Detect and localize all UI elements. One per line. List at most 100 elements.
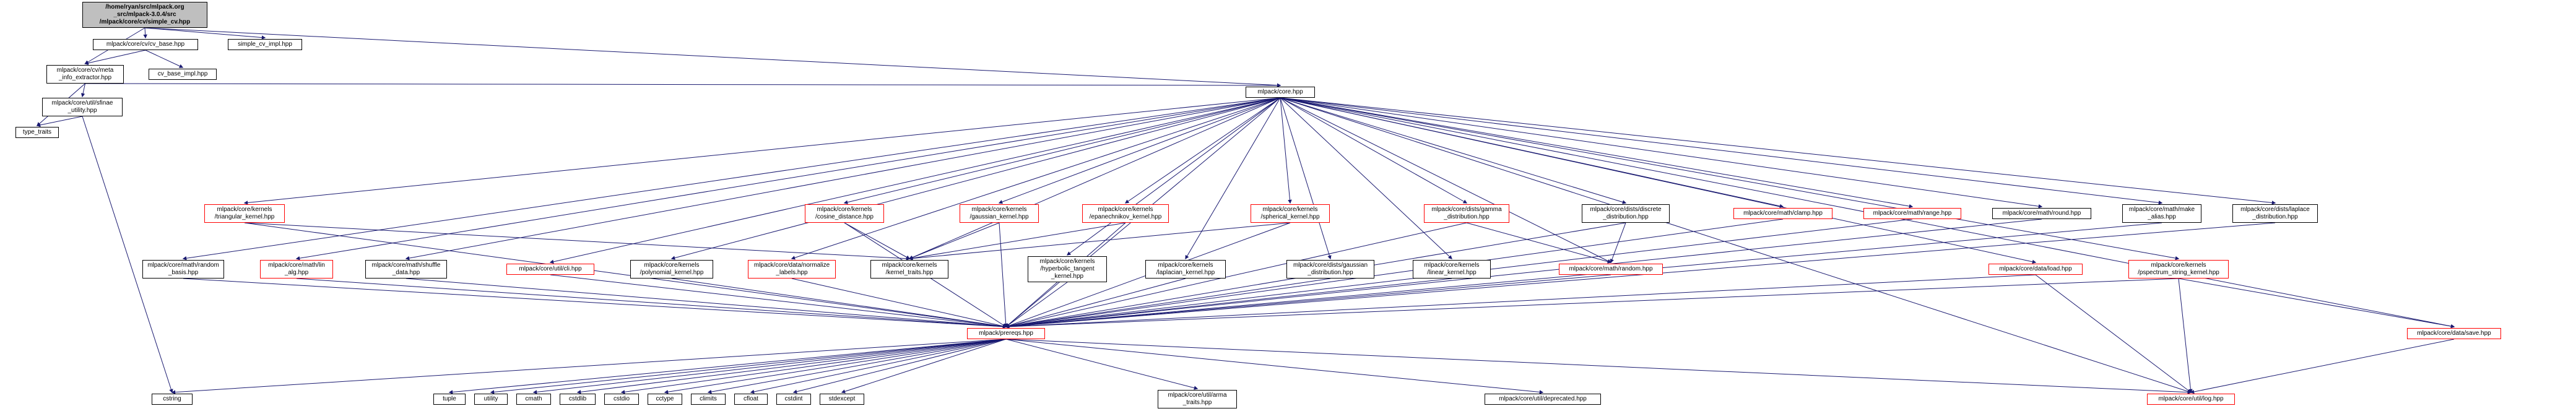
node-simple_cv_impl: simple_cv_impl.hpp <box>228 39 302 50</box>
edge-gaussian_kernel-kernel_traits <box>908 222 1000 260</box>
node-cv_base_impl: cv_base_impl.hpp <box>149 69 217 80</box>
node-gaussian_dist[interactable]: mlpack/core/dists/gaussian_distribution.… <box>1286 260 1374 279</box>
node-label-line: mlpack/core/kernels <box>1424 262 1480 269</box>
edge-main-simple_cv_impl <box>144 27 266 40</box>
node-triangular[interactable]: mlpack/core/kernels/triangular_kernel.hp… <box>204 204 285 223</box>
node-utility: utility <box>474 394 508 405</box>
edge-epanechnikov-kernel_traits <box>908 222 1126 261</box>
node-label-line: mlpack/core/kernels <box>1158 262 1213 269</box>
node-label-line: mlpack/core/math/round.hpp <box>2002 210 2081 217</box>
node-cli[interactable]: mlpack/core/util/cli.hpp <box>506 264 594 275</box>
node-label-line: _data.hpp <box>392 269 420 276</box>
edge-main-core <box>144 27 1281 87</box>
edge-shuffle_data-prereqs <box>405 278 1007 329</box>
edge-core-discrete_dist <box>1280 97 1627 204</box>
node-core[interactable]: mlpack/core.hpp <box>1246 87 1315 98</box>
node-gamma_dist[interactable]: mlpack/core/dists/gamma_distribution.hpp <box>1424 204 1509 223</box>
node-gaussian_kernel[interactable]: mlpack/core/kernels/gaussian_kernel.hpp <box>960 204 1039 223</box>
node-cstdlib: cstdlib <box>560 394 596 405</box>
node-label-line: /hyperbolic_tangent <box>1040 266 1095 272</box>
node-label-line: mlpack/core/kernels <box>1262 206 1318 213</box>
node-climits: climits <box>691 394 726 405</box>
node-laplacian[interactable]: mlpack/core/kernels/laplacian_kernel.hpp <box>1145 260 1226 279</box>
node-cosine[interactable]: mlpack/core/kernels/cosine_distance.hpp <box>805 204 884 223</box>
node-label-line: _distribution.hpp <box>1603 214 1649 220</box>
node-label-line: _info_extractor.hpp <box>58 74 112 81</box>
node-discrete_dist[interactable]: mlpack/core/dists/discrete_distribution.… <box>1582 204 1670 223</box>
edge-core-kernel_traits <box>908 97 1281 259</box>
node-label-line: mlpack/core/kernels <box>882 262 937 269</box>
node-load[interactable]: mlpack/core/data/load.hpp <box>1988 264 2083 275</box>
node-laplace_dist[interactable]: mlpack/core/dists/laplace_distribution.h… <box>2232 204 2318 223</box>
node-label-line: mlpack/core/math/shuffle <box>371 262 441 269</box>
node-hyperbolic[interactable]: mlpack/core/kernels/hyperbolic_tangent_k… <box>1028 256 1107 282</box>
node-normalize_labels[interactable]: mlpack/core/data/normalize_labels.hpp <box>748 260 836 279</box>
node-label-line: mlpack/core/math/range.hpp <box>1873 210 1952 217</box>
node-meta_info[interactable]: mlpack/core/cv/meta_info_extractor.hpp <box>46 65 124 84</box>
node-label-line: mlpack/core/math/random.hpp <box>1569 266 1653 272</box>
node-arma_traits[interactable]: mlpack/core/util/arma_traits.hpp <box>1158 390 1237 408</box>
node-pspectrum[interactable]: mlpack/core/kernels/pspectrum_string_ker… <box>2128 260 2229 279</box>
node-deprecated[interactable]: mlpack/core/util/deprecated.hpp <box>1485 394 1601 405</box>
edge-core-round <box>1280 97 2043 209</box>
node-sfinae[interactable]: mlpack/core/util/sfinae_utility.hpp <box>42 98 123 116</box>
node-main: /home/ryan/src/mlpack.org_src/mlpack-3.0… <box>82 2 207 28</box>
node-label-line: simple_cv_impl.hpp <box>238 41 292 48</box>
node-label-line: _traits.hpp <box>1182 399 1212 406</box>
edge-normalize_labels-prereqs <box>791 278 1007 329</box>
edge-pspectrum-log <box>2178 278 2193 394</box>
node-spherical[interactable]: mlpack/core/kernels/spherical_kernel.hpp <box>1251 204 1330 223</box>
node-label-line: mlpack/core/dists/laplace <box>2240 206 2310 213</box>
node-label-line: /polynomial_kernel.hpp <box>640 269 704 276</box>
node-label-line: mlpack/core/data/save.hpp <box>2417 330 2491 337</box>
edge-prereqs-stdexcept <box>841 339 1007 394</box>
node-cstdint: cstdint <box>776 394 811 405</box>
node-label-line: cstdint <box>784 395 803 402</box>
node-label-line: mlpack/core/kernels <box>2151 262 2206 269</box>
edge-prereqs-tuple <box>448 339 1007 394</box>
node-random[interactable]: mlpack/core/math/random.hpp <box>1559 264 1663 275</box>
node-lin_alg[interactable]: mlpack/core/math/lin_alg.hpp <box>260 260 333 279</box>
node-prereqs[interactable]: mlpack/prereqs.hpp <box>967 328 1045 339</box>
node-shuffle_data[interactable]: mlpack/core/math/shuffle_data.hpp <box>365 260 447 279</box>
edge-core-epanechnikov <box>1124 97 1281 204</box>
node-round[interactable]: mlpack/core/math/round.hpp <box>1992 208 2091 219</box>
edge-pspectrum-prereqs <box>1005 278 2179 329</box>
node-label-line: /kernel_traits.hpp <box>885 269 934 276</box>
edge-core-load <box>1280 97 2037 264</box>
edge-core-range <box>1280 97 1914 209</box>
node-label-line: mlpack/core/util/sfinae <box>51 100 113 106</box>
edge-core-random_basis <box>182 97 1281 261</box>
node-save[interactable]: mlpack/core/data/save.hpp <box>2407 328 2501 339</box>
edge-prereqs-arma_traits <box>1005 339 1199 390</box>
edge-load-log <box>2035 274 2192 393</box>
node-label-line: cstring <box>163 395 181 402</box>
edge-sfinae-cstring <box>82 116 173 394</box>
node-log[interactable]: mlpack/core/util/log.hpp <box>2147 394 2235 405</box>
node-label-line: mlpack/core/math/make <box>2128 206 2195 213</box>
edge-core-triangular <box>243 97 1281 205</box>
edge-core-polynomial <box>670 97 1281 260</box>
node-label-line: /home/ryan/src/mlpack.org <box>105 4 184 11</box>
edge-core-laplace_dist <box>1280 97 2276 205</box>
edge-core-random <box>1280 97 1612 263</box>
node-label-line: cmath <box>525 395 542 402</box>
node-label-line: mlpack/prereqs.hpp <box>979 330 1033 337</box>
node-label-line: _utility.hpp <box>67 107 97 114</box>
node-kernel_traits[interactable]: mlpack/core/kernels/kernel_traits.hpp <box>870 260 948 279</box>
node-epanechnikov[interactable]: mlpack/core/kernels/epanechnikov_kernel.… <box>1082 204 1169 223</box>
node-range[interactable]: mlpack/core/math/range.hpp <box>1863 208 1961 219</box>
node-label-line: cfloat <box>744 395 758 402</box>
edge-core-spherical <box>1280 97 1292 204</box>
node-linear_kernel[interactable]: mlpack/core/kernels/linear_kernel.hpp <box>1413 260 1491 279</box>
node-polynomial[interactable]: mlpack/core/kernels/polynomial_kernel.hp… <box>630 260 713 279</box>
node-random_basis[interactable]: mlpack/core/math/random_basis.hpp <box>142 260 224 279</box>
node-label-line: mlpack/core/util/arma <box>1168 392 1227 399</box>
node-clamp[interactable]: mlpack/core/math/clamp.hpp <box>1733 208 1832 219</box>
node-cv_base[interactable]: mlpack/core/cv/cv_base.hpp <box>93 39 198 50</box>
node-label-line: mlpack/core/data/normalize <box>753 262 830 269</box>
node-make_alias[interactable]: mlpack/core/math/make_alias.hpp <box>2122 204 2201 223</box>
edge-prereqs-cstdio <box>620 339 1007 394</box>
node-label-line: /pspectrum_string_kernel.hpp <box>2138 269 2219 276</box>
edge-core-cosine <box>843 97 1281 204</box>
